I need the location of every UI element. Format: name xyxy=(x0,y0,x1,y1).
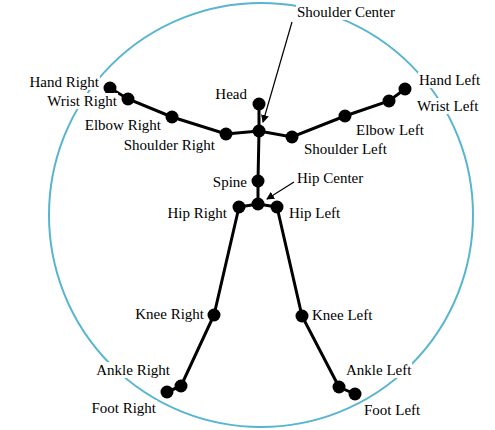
joint-label: Elbow Left xyxy=(355,122,425,138)
joint-label: Hand Left xyxy=(418,72,481,88)
joint-label: Elbow Right xyxy=(84,117,162,133)
joint-label: Hip Left xyxy=(288,205,341,221)
joint-label: Shoulder Left xyxy=(303,141,388,157)
joint-label: Knee Right xyxy=(134,306,205,322)
joint-label: Head xyxy=(214,86,248,102)
joint-label: Hand Right xyxy=(28,74,100,90)
joint-label: Spine xyxy=(212,174,248,190)
joint-label: Hip Right xyxy=(166,205,228,221)
boundary-circle xyxy=(49,3,473,427)
joint-label: Wrist Right xyxy=(46,93,118,109)
joint-label: Foot Right xyxy=(90,400,157,416)
joint-label: Shoulder Center xyxy=(296,4,396,20)
pointer-arrow xyxy=(267,182,294,199)
pointer-arrow xyxy=(263,22,292,122)
joint-label: Shoulder Right xyxy=(123,137,216,153)
joint-label: Hip Center xyxy=(296,170,364,186)
joint-label: Foot Left xyxy=(363,402,421,418)
joint-label: Ankle Left xyxy=(345,362,412,378)
joint-label: Knee Left xyxy=(311,307,373,323)
joint-label: Ankle Right xyxy=(95,362,171,378)
joint-label: Wrist Left xyxy=(416,98,479,114)
